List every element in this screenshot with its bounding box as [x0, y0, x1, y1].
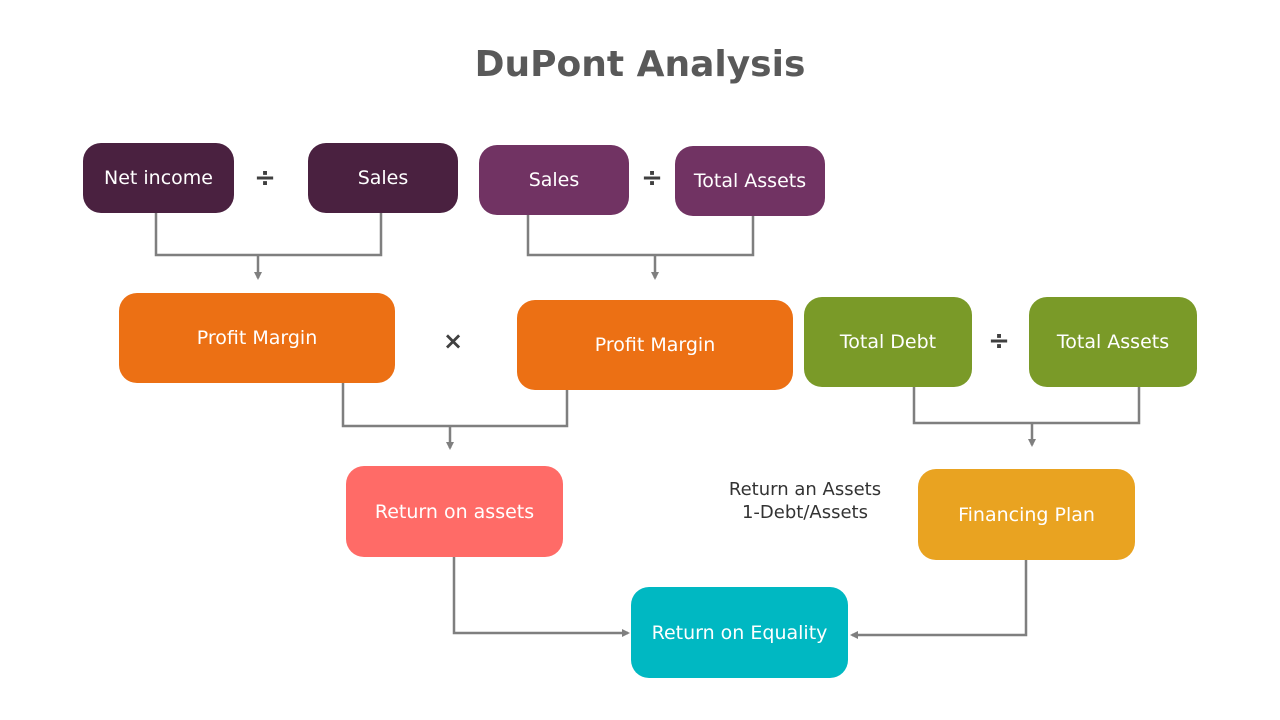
- net-income-box: Net income: [83, 143, 234, 213]
- profit-margin-label-2: Profit Margin: [594, 334, 716, 356]
- profit-margin-label-1: Profit Margin: [196, 327, 318, 349]
- total-assets-label-1: Total Assets: [693, 170, 807, 192]
- divide-operator-3: ÷: [988, 326, 1010, 356]
- financing-plan-label: Financing Plan: [958, 503, 1095, 526]
- total-debt-label: Total Debt: [839, 331, 937, 353]
- return-on-assets-box: Return on assets: [346, 466, 563, 557]
- return-on-equality-label: Return on Equality: [651, 621, 828, 644]
- total-assets-box-1: Total Assets: [675, 146, 825, 216]
- connector-middle-right: [912, 387, 1141, 425]
- annotation-text: Return an Assets 1-Debt/Assets: [700, 478, 910, 524]
- annotation-line-2: 1-Debt/Assets: [741, 502, 868, 523]
- sales-label-1: Sales: [357, 167, 409, 189]
- total-debt-box: Total Debt: [804, 297, 972, 387]
- arrow-bottom-right: [850, 560, 1028, 639]
- return-on-equality-box: Return on Equality: [631, 587, 848, 678]
- sales-box-2: Sales: [479, 145, 629, 215]
- multiply-operator: ×: [442, 327, 464, 355]
- divide-operator-1: ÷: [254, 163, 276, 193]
- sales-box-1: Sales: [308, 143, 458, 213]
- profit-margin-box-1: Profit Margin: [119, 293, 395, 383]
- total-assets-box-2: Total Assets: [1029, 297, 1197, 387]
- connector-middle-left: [341, 383, 569, 428]
- connector-top-middle: [526, 215, 755, 257]
- arrow-bottom-left: [452, 557, 630, 637]
- return-on-assets-label: Return on assets: [374, 500, 535, 523]
- page-title: DuPont Analysis: [474, 44, 806, 85]
- net-income-label: Net income: [104, 167, 213, 189]
- connector-top-left: [154, 213, 383, 257]
- financing-plan-box: Financing Plan: [918, 469, 1135, 560]
- sales-label-2: Sales: [528, 169, 580, 191]
- divide-operator-2: ÷: [641, 163, 663, 193]
- annotation-line-1: Return an Assets: [728, 479, 882, 500]
- total-assets-label-2: Total Assets: [1056, 331, 1170, 353]
- profit-margin-box-2: Profit Margin: [517, 300, 793, 390]
